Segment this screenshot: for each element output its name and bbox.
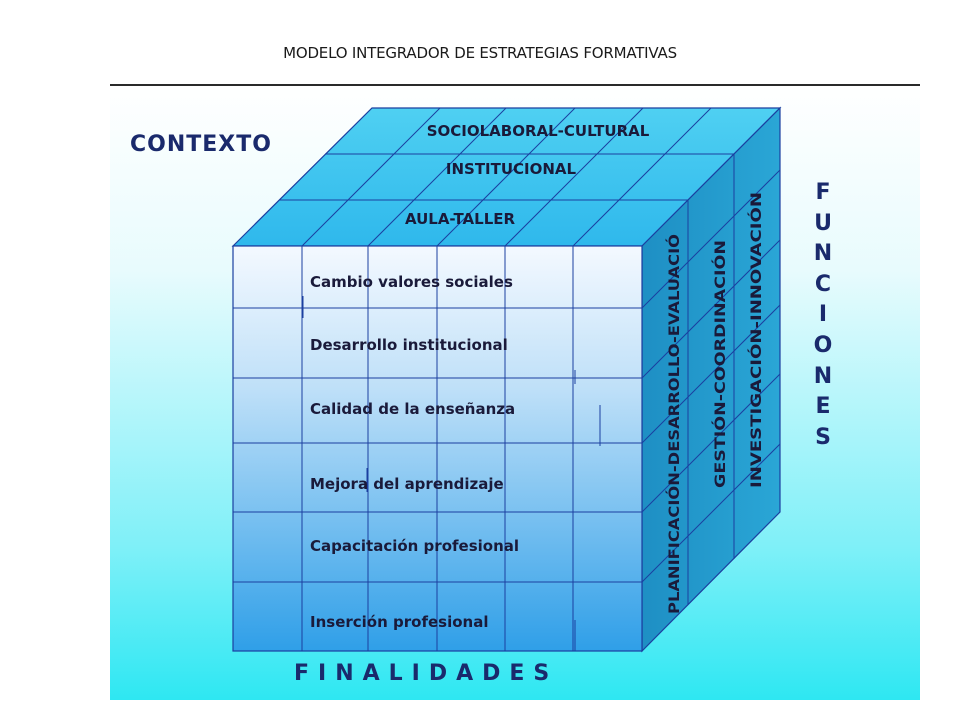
- funciones-letter: U: [814, 210, 832, 236]
- finalidad-mejora-aprendizaje: Mejora del aprendizaje: [310, 475, 504, 493]
- funciones-letter: O: [813, 332, 833, 358]
- funciones-letter: F: [815, 180, 831, 205]
- finalidad-cambio-valores: Cambio valores sociales: [310, 273, 513, 291]
- context-level-institucional: INSTITUCIONAL: [446, 160, 577, 178]
- context-level-aula-taller: AULA-TALLER: [405, 210, 516, 228]
- diagram-title: MODELO INTEGRADOR DE ESTRATEGIAS FORMATI…: [283, 44, 677, 62]
- funcion-gestion: GESTIÓN-COORDINACIÓN: [711, 240, 729, 488]
- top-grid: [279, 107, 734, 247]
- context-level-sociolaboral: SOCIOLABORAL-CULTURAL: [427, 122, 650, 140]
- funcion-planificacion: PLANIFICACIÓN-DESARROLLO-EVALUACIÓ: [665, 234, 683, 614]
- funcion-investigacion: INVESTIGACIÓN-INNOVACIÓN: [747, 192, 765, 488]
- title-rule: [110, 84, 920, 86]
- overhang-lines: [302, 296, 601, 651]
- finalidad-desarrollo-institucional: Desarrollo institucional: [310, 336, 508, 354]
- side-grid: [641, 154, 781, 605]
- axis-label-finalidades: FINALIDADES: [294, 661, 559, 686]
- funciones-letter: E: [815, 394, 831, 420]
- finalidad-calidad-ensenanza: Calidad de la enseñanza: [310, 400, 515, 418]
- front-grid: [233, 246, 642, 651]
- finalidad-insercion-profesional: Inserción profesional: [310, 613, 488, 631]
- funciones-letter: S: [815, 424, 831, 450]
- axis-label-contexto: CONTEXTO: [130, 132, 272, 157]
- funciones-letter: C: [814, 271, 832, 297]
- funciones-letter: N: [813, 241, 833, 267]
- finalidad-capacitacion-profesional: Capacitación profesional: [310, 537, 519, 555]
- funciones-letter: I: [818, 302, 828, 328]
- funciones-letter: N: [813, 363, 833, 389]
